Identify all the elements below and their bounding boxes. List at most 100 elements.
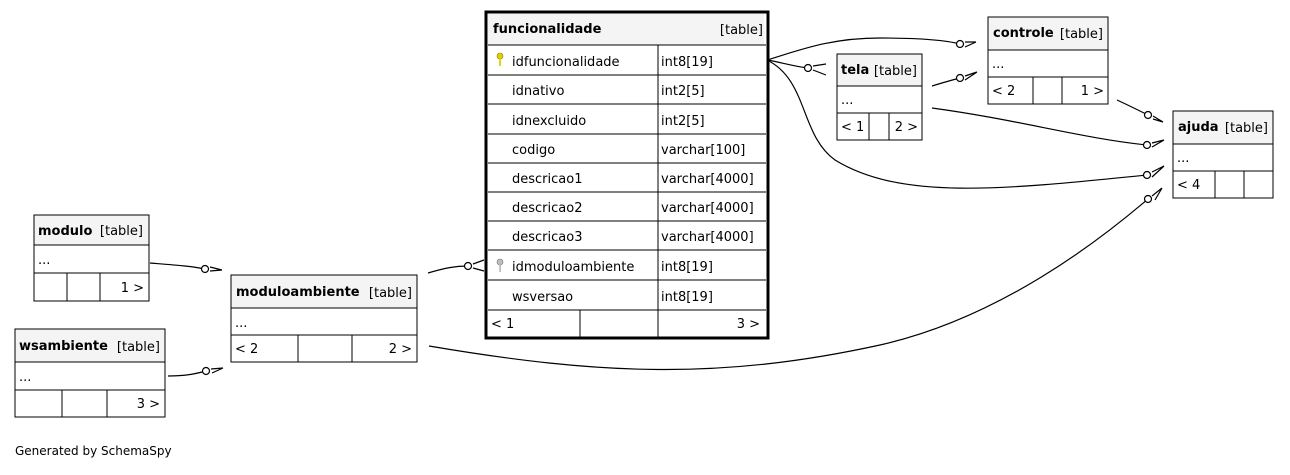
optional-circle-icon xyxy=(1142,140,1152,150)
table-grid xyxy=(488,44,766,337)
table-body xyxy=(987,49,1109,78)
optional-circle-icon xyxy=(1142,170,1152,180)
relation-tela-ajuda xyxy=(931,107,1148,146)
optional-circle-icon xyxy=(955,39,965,49)
column-name: descricao3 xyxy=(512,230,582,245)
column-type: varchar[4000] xyxy=(661,172,754,187)
crow-foot-icon xyxy=(1151,165,1165,178)
children-count[interactable]: 1 > xyxy=(1081,84,1104,99)
table-name: tela xyxy=(841,63,869,78)
table-wsambiente[interactable]: wsambiente [table] ... 3 > xyxy=(14,328,166,418)
table-footer xyxy=(14,389,166,418)
parents-count[interactable]: < 2 xyxy=(992,84,1015,99)
table-columns-collapsed[interactable]: ... xyxy=(19,370,31,385)
children-count[interactable]: 2 > xyxy=(895,120,918,135)
table-funcionalidade[interactable]: funcionalidade [table] idfunci xyxy=(484,10,770,340)
optional-circle-icon xyxy=(803,63,813,73)
table-footer xyxy=(33,272,150,302)
relation-wsambiente-moduloambiente xyxy=(167,370,207,377)
column-name: idmoduloambiente xyxy=(512,260,634,275)
column-name: idnativo xyxy=(512,84,564,99)
table-footer xyxy=(1172,170,1274,199)
children-count[interactable]: 3 > xyxy=(737,317,760,332)
optional-circle-icon xyxy=(463,261,473,271)
crow-foot-icon xyxy=(1152,115,1164,123)
column-type: int8[19] xyxy=(661,55,713,70)
parents-count[interactable]: < 1 xyxy=(841,120,864,135)
table-columns-collapsed[interactable]: ... xyxy=(38,253,50,268)
column-name: codigo xyxy=(512,143,555,158)
foreign-key-icon xyxy=(496,258,504,272)
relation-funcionalidade-ajuda xyxy=(766,59,1148,189)
table-header xyxy=(987,16,1109,51)
crow-foot-icon xyxy=(812,63,827,76)
table-header xyxy=(230,274,418,309)
parents-count[interactable]: < 4 xyxy=(1177,178,1200,193)
table-body xyxy=(14,361,166,391)
table-header xyxy=(488,14,764,45)
column-type: int2[5] xyxy=(661,84,705,99)
table-modulo[interactable]: modulo [table] ... 1 > xyxy=(33,214,150,302)
table-body xyxy=(230,307,418,336)
optional-circle-icon xyxy=(200,264,210,274)
optional-circle-icon xyxy=(201,366,211,376)
primary-key-icon xyxy=(496,52,504,66)
column-name: idfuncionalidade xyxy=(512,55,620,70)
table-columns-collapsed[interactable]: ... xyxy=(992,57,1004,72)
table-moduloambiente[interactable]: moduloambiente [table] ... < 2 2 > xyxy=(230,274,418,363)
table-name: controle xyxy=(993,26,1054,41)
column-type: varchar[4000] xyxy=(661,230,754,245)
optional-circle-icon xyxy=(1143,110,1153,120)
column-name: descricao1 xyxy=(512,172,582,187)
crow-foot-icon xyxy=(1151,187,1163,201)
table-kind: [table] xyxy=(369,286,412,301)
table-kind: [table] xyxy=(117,340,160,355)
table-header xyxy=(14,328,166,363)
relation-modulo-moduloambiente xyxy=(149,262,206,270)
table-columns-collapsed[interactable]: ... xyxy=(1177,151,1189,166)
crow-foot-markers xyxy=(209,41,1165,374)
generated-by-footer: Generated by SchemaSpy xyxy=(15,444,172,458)
table-name: moduloambiente xyxy=(236,285,360,300)
children-count[interactable]: 3 > xyxy=(137,397,160,412)
children-count[interactable]: 2 > xyxy=(389,342,412,357)
relation-tela-controle xyxy=(931,77,961,87)
crow-foot-icon xyxy=(209,266,223,272)
column-names: idfuncionalidade idnativo idnexcluido co… xyxy=(512,55,634,305)
crow-foot-icon xyxy=(964,41,977,48)
table-border xyxy=(484,10,770,340)
optional-circle-icon xyxy=(1143,194,1153,204)
column-types: int8[19] int2[5] int2[5] varchar[100] va… xyxy=(661,55,754,305)
table-name: funcionalidade xyxy=(493,22,602,37)
table-background xyxy=(485,12,769,338)
table-footer xyxy=(230,334,418,363)
relation-funcionalidade-controle xyxy=(766,37,961,61)
table-kind: [table] xyxy=(1060,27,1103,42)
table-ajuda[interactable]: ajuda [table] ... < 4 xyxy=(1172,110,1274,199)
table-columns-collapsed[interactable]: ... xyxy=(841,93,853,108)
relation-controle-ajuda xyxy=(1116,99,1149,116)
table-name: modulo xyxy=(38,224,92,239)
children-count[interactable]: 1 > xyxy=(121,281,144,296)
column-type: int2[5] xyxy=(661,114,705,129)
column-name: idnexcluido xyxy=(512,114,586,129)
relationship-markers xyxy=(200,39,1153,376)
table-controle[interactable]: controle [table] ... < 2 1 > xyxy=(987,16,1109,105)
relation-moduloambiente-ajuda xyxy=(428,198,1149,371)
table-body xyxy=(836,85,923,114)
parents-count[interactable]: < 1 xyxy=(491,317,514,332)
table-tela[interactable]: tela [table] ... < 1 2 > xyxy=(836,53,923,141)
relationships xyxy=(149,37,1149,377)
table-columns-collapsed[interactable]: ... xyxy=(235,316,247,331)
table-kind: [table] xyxy=(720,23,763,38)
column-type: int8[19] xyxy=(661,290,713,305)
parents-count[interactable]: < 2 xyxy=(235,342,258,357)
crow-foot-icon xyxy=(210,367,224,374)
table-kind: [table] xyxy=(874,64,917,79)
table-name: wsambiente xyxy=(19,339,108,354)
crow-foot-icon xyxy=(472,259,485,272)
table-header xyxy=(33,214,150,246)
table-kind: [table] xyxy=(100,224,143,239)
column-name: descricao2 xyxy=(512,201,582,216)
